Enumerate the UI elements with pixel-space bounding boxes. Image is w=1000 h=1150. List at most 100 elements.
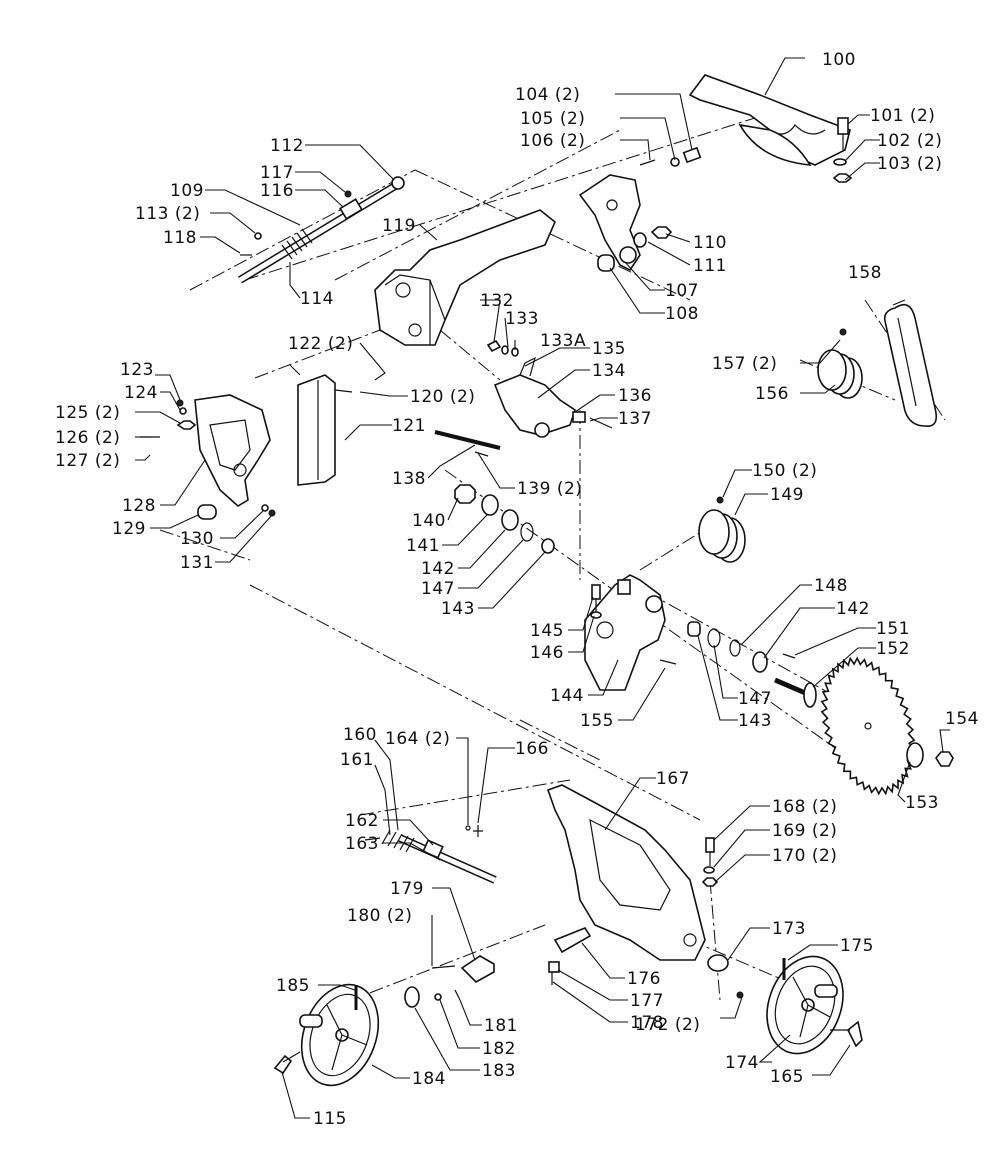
- label-154: 154: [945, 709, 979, 729]
- label-165: 165: [770, 1067, 804, 1087]
- label-143a: 143: [441, 599, 475, 619]
- part-163-tilt-shaft: [364, 825, 497, 884]
- label-162: 162: [345, 811, 379, 831]
- label-111: 111: [693, 256, 727, 276]
- label-138: 138: [392, 469, 426, 489]
- label-108: 108: [665, 304, 699, 324]
- part-179-183-collar: [404, 955, 495, 1008]
- label-106: 106 (2): [520, 131, 585, 151]
- label-179: 179: [390, 879, 424, 899]
- label-133a: 133A: [540, 331, 586, 351]
- label-170: 170 (2): [772, 846, 837, 866]
- part-142-148-bearings: [687, 621, 796, 673]
- label-149: 149: [770, 485, 804, 505]
- part-184-handwheel-left: [273, 983, 380, 1087]
- label-129: 129: [112, 519, 146, 539]
- part-100-casting: [688, 74, 851, 166]
- label-163: 163: [345, 834, 379, 854]
- label-152: 152: [876, 639, 910, 659]
- label-119: 119: [382, 216, 416, 236]
- label-140: 140: [412, 511, 446, 531]
- label-126: 126 (2): [55, 428, 120, 448]
- part-168-170-fasteners: [701, 837, 719, 887]
- part-labels: 100 101 (2) 102 (2) 103 (2) 104 (2) 105 …: [55, 50, 979, 1129]
- label-125: 125 (2): [55, 403, 120, 423]
- label-134: 134: [592, 361, 626, 381]
- part-104-106-fasteners: [639, 146, 702, 167]
- label-185: 185: [276, 976, 310, 996]
- part-138-139-shaft-pin: [434, 430, 501, 457]
- label-153: 153: [905, 793, 939, 813]
- label-177: 177: [630, 991, 664, 1011]
- label-167: 167: [656, 769, 690, 789]
- label-113: 113 (2): [135, 204, 200, 224]
- label-124: 124: [124, 383, 158, 403]
- label-117: 117: [260, 163, 294, 183]
- label-150: 150 (2): [752, 461, 817, 481]
- label-173: 173: [772, 919, 806, 939]
- label-133: 133: [505, 309, 539, 329]
- label-123: 123: [120, 360, 154, 380]
- part-158-belt: [883, 303, 938, 427]
- label-160: 160: [343, 725, 377, 745]
- label-114: 114: [300, 289, 334, 309]
- label-122: 122 (2): [288, 334, 353, 354]
- label-105: 105 (2): [520, 109, 585, 129]
- label-121: 121: [392, 416, 426, 436]
- label-155: 155: [580, 711, 614, 731]
- label-180: 180 (2): [347, 906, 412, 926]
- part-144-trunnion: [584, 574, 677, 691]
- label-145: 145: [530, 621, 564, 641]
- part-132-133-fasteners: [486, 339, 519, 357]
- part-110-111-nut-washer: [633, 226, 673, 248]
- part-101-103-fasteners: [832, 117, 853, 183]
- label-135: 135: [592, 339, 626, 359]
- part-172-173: [707, 954, 744, 999]
- part-152-arbor: [774, 677, 817, 708]
- part-109-worm-shaft: [237, 176, 405, 284]
- label-147a: 147: [421, 579, 455, 599]
- part-128-bracket: [194, 394, 271, 507]
- label-161: 161: [340, 750, 374, 770]
- label-110: 110: [693, 233, 727, 253]
- part-134-arbor-housing: [493, 356, 613, 438]
- label-147b: 147: [738, 689, 772, 709]
- label-168: 168 (2): [772, 797, 837, 817]
- label-132: 132: [480, 291, 514, 311]
- label-103: 103 (2): [877, 154, 942, 174]
- part-149-pulley: [698, 496, 746, 563]
- part-113-118-pins: [240, 232, 262, 256]
- label-151: 151: [876, 619, 910, 639]
- part-107-bracket: [578, 174, 641, 272]
- label-142b: 142: [836, 599, 870, 619]
- label-146: 146: [530, 643, 564, 663]
- label-127: 127 (2): [55, 451, 120, 471]
- label-143b: 143: [738, 711, 772, 731]
- part-119-arm: [374, 209, 556, 346]
- label-148: 148: [814, 576, 848, 596]
- label-183: 183: [482, 1061, 516, 1081]
- label-144: 144: [550, 686, 584, 706]
- part-121-guard: [297, 374, 353, 486]
- label-101: 101 (2): [870, 106, 935, 126]
- label-174: 174: [725, 1053, 759, 1073]
- label-175: 175: [840, 936, 874, 956]
- label-139: 139 (2): [517, 479, 582, 499]
- label-182: 182: [482, 1039, 516, 1059]
- label-181: 181: [484, 1016, 518, 1036]
- label-141: 141: [406, 536, 440, 556]
- label-102: 102 (2): [877, 131, 942, 151]
- assembly-axes: [159, 109, 946, 1021]
- part-156-motor-pulley: [817, 328, 863, 399]
- part-174-handwheel-right: [766, 955, 863, 1055]
- label-131: 131: [180, 553, 214, 573]
- label-166: 166: [515, 739, 549, 759]
- part-167-trunnion: [546, 784, 706, 961]
- label-142a: 142: [421, 559, 455, 579]
- label-100: 100: [822, 50, 856, 70]
- part-123-131-fasteners: [140, 399, 276, 520]
- label-118: 118: [163, 228, 197, 248]
- part-176-178-lock: [548, 927, 592, 985]
